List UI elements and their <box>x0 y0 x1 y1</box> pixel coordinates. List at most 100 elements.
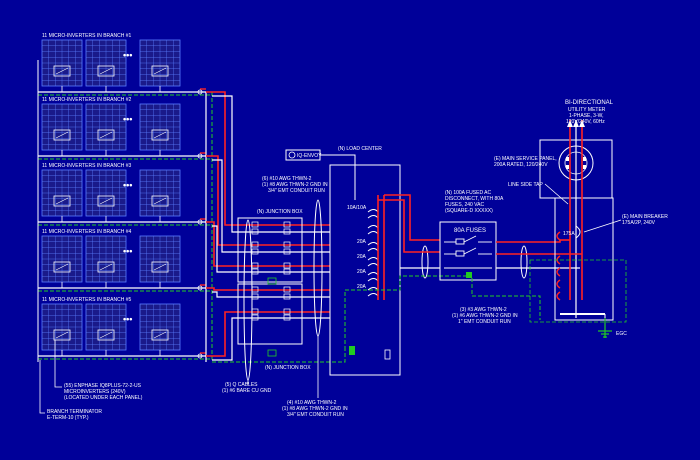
junction-box-top-label: (N) JUNCTION BOX <box>257 209 303 215</box>
main-service-panel <box>554 197 614 321</box>
solar-panel <box>139 103 181 151</box>
load-center-breakers <box>367 209 379 297</box>
branch-title: 11 MICRO-INVERTERS IN BRANCH #3 <box>42 163 131 169</box>
msp-line-2: 200A RATED, 120/240V <box>494 162 548 168</box>
branch-terminator-icon <box>197 153 203 159</box>
microinverter-icon <box>151 195 169 207</box>
ac-disconnect <box>439 221 497 281</box>
load-center <box>329 164 401 376</box>
main-breaker-rating: 175A <box>563 231 575 237</box>
branch-title: 11 MICRO-INVERTERS IN BRANCH #2 <box>42 97 131 103</box>
msp-line-1: (E) MAIN SERVICE PANEL, <box>494 156 557 162</box>
envoy-device: IQ-ENVOY <box>285 149 356 200</box>
disconnect-line-1: (N) 100A FUSED AC <box>445 190 492 196</box>
solar-panel <box>85 169 127 217</box>
service-run-line-1: (3) #3 AWG THWN-2 <box>460 307 507 313</box>
more-panels-ellipsis: ••• <box>123 50 132 60</box>
microinverter-icon <box>97 261 115 273</box>
junction-box-bottom <box>237 283 303 345</box>
meter-line-4: 120V/240V, 60Hz <box>566 119 605 125</box>
breaker-2-rating: 20A <box>357 254 367 260</box>
solar-panel <box>139 303 181 351</box>
qcables-line-2: (1) #6 BARE CU GND <box>222 388 272 394</box>
wire-run-bot-line-3: 3/4" EMT CONDUIT RUN <box>287 412 344 418</box>
microinverter-icon <box>53 261 71 273</box>
breaker-1-rating: 20A <box>357 239 367 245</box>
microinverter-line-1: (55) ENPHASE IQ8PLUS-72-2-US <box>64 383 142 389</box>
terminator-line-2: E-TERM-10 (TYP.) <box>47 415 89 421</box>
solar-panel <box>85 103 127 151</box>
solar-panel <box>41 303 83 351</box>
fuses-label: 80A FUSES <box>454 228 486 234</box>
microinverter-icon <box>151 261 169 273</box>
disconnect-line-2: DISCONNECT, WITH 80A <box>445 196 504 202</box>
microinverter-line-3: (LOCATED UNDER EACH PANEL) <box>64 395 143 401</box>
service-run-line-3: 1" EMT CONDUIT RUN <box>458 319 511 325</box>
branch-terminator-icon <box>197 285 203 291</box>
wire-run-top-line-1: (6) #10 AWG THWN-2 <box>262 176 312 182</box>
junction-box-top <box>237 217 303 283</box>
main-breaker-line-1: (E) MAIN BREAKER <box>622 214 668 220</box>
solar-panel <box>41 39 83 87</box>
branch-terminator-icon <box>197 353 203 359</box>
branch-trunks <box>37 60 213 362</box>
microinverter-icon <box>97 65 115 77</box>
branch-3: 11 MICRO-INVERTERS IN BRANCH #3 ••• <box>38 163 212 226</box>
solar-panel <box>41 169 83 217</box>
ground-symbol <box>598 330 612 338</box>
meter-line-2: UTILITY METER <box>568 107 606 113</box>
egc-label: EGC <box>616 331 627 337</box>
envoy-label: IQ-ENVOY <box>297 153 322 159</box>
branch-5: 11 MICRO-INVERTERS IN BRANCH #5••• <box>38 297 212 360</box>
branch-title: 11 MICRO-INVERTERS IN BRANCH #1 <box>42 33 131 39</box>
branch-terminator-icon <box>197 89 203 95</box>
junction-box-bottom-label: (N) JUNCTION BOX <box>265 365 311 371</box>
load-center-label: (N) LOAD CENTER <box>338 146 382 152</box>
more-panels-ellipsis: ••• <box>123 180 132 190</box>
meter-line-1: BI-DIRECTIONAL <box>565 100 614 106</box>
branch-feeders <box>206 91 346 363</box>
branch-2: 11 MICRO-INVERTERS IN BRANCH #2 ••• <box>38 97 212 160</box>
microinverter-icon <box>53 65 71 77</box>
microinverter-icon <box>151 129 169 141</box>
breaker-3-rating: 20A <box>357 269 367 275</box>
microinverter-icon <box>53 195 71 207</box>
line-side-tap-label: LINE SIDE TAP <box>508 182 543 188</box>
microinverter-icon <box>53 129 71 141</box>
solar-panel <box>85 303 127 351</box>
microinverter-line-2: MICROINVERTERS (240V) <box>64 389 126 395</box>
solar-panel <box>41 103 83 151</box>
disconnect-line-3: FUSES, 240 VAC <box>445 202 484 208</box>
branch-4: 11 MICRO-INVERTERS IN BRANCH #4 ••• <box>38 229 212 292</box>
more-panels-ellipsis: ••• <box>123 246 132 256</box>
meter-arrows <box>567 120 585 127</box>
microinverter-icon <box>151 329 169 341</box>
wire-run-top-line-2: (1) #8 AWG THWN-2 GND IN <box>262 182 328 188</box>
solar-panel <box>139 235 181 283</box>
disconnect-line-4: (SQUARE-D XXXXX) <box>445 208 493 214</box>
main-breaker-line-2: 175A/2P, 240V <box>622 220 656 226</box>
microinverter-icon <box>151 65 169 77</box>
more-panels-ellipsis: ••• <box>123 114 132 124</box>
breaker-4-rating: 20A <box>357 284 367 290</box>
branch-title: 11 MICRO-INVERTERS IN BRANCH #5 <box>42 297 131 303</box>
solar-panel <box>139 39 181 87</box>
branch-title: 11 MICRO-INVERTERS IN BRANCH #4 <box>42 229 131 235</box>
branch-1: 11 MICRO-INVERTERS IN BRANCH #1 ••• <box>38 33 212 96</box>
fuse-switches <box>444 235 492 269</box>
microinverter-icon <box>97 329 115 341</box>
solar-panel <box>41 235 83 283</box>
wire-run-bot-line-1: (4) #10 AWG THWN-2 <box>287 400 337 406</box>
solar-panel <box>139 169 181 217</box>
service-run-line-2: (1) #6 AWG THWN-2 GND IN <box>452 313 518 319</box>
solar-panel <box>85 235 127 283</box>
microinverter-icon <box>97 129 115 141</box>
meter-line-3: 1-PHASE, 3-W, <box>569 113 603 119</box>
microinverter-icon <box>53 329 71 341</box>
qcables-line-1: (5) Q CABLES <box>225 382 258 388</box>
breaker-top-rating: 10A/10A <box>347 205 367 211</box>
microinverter-icon <box>97 195 115 207</box>
branch-terminator-icon <box>197 219 203 225</box>
wire-run-bot-line-2: (1) #8 AWG THWN-2 GND IN <box>282 406 348 412</box>
